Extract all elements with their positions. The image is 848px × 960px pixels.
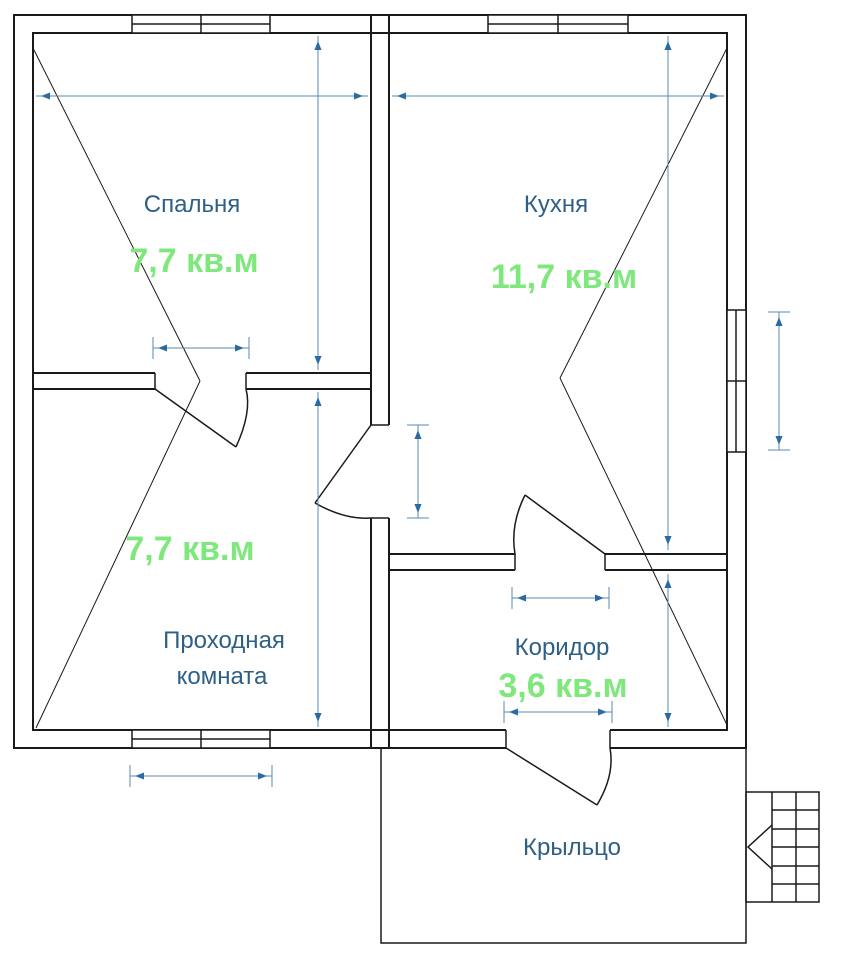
roof-diagonals bbox=[32, 47, 728, 729]
room-name-porch: Крыльцо bbox=[523, 834, 621, 861]
room-area-corridor: 3,6 кв.м bbox=[498, 667, 627, 705]
room-name-walkthrough-line1: Проходная bbox=[163, 627, 285, 654]
room-area-walkthrough: 7,7 кв.м bbox=[125, 530, 254, 568]
dimension-guides bbox=[36, 36, 790, 787]
door-bedroom bbox=[154, 388, 249, 448]
room-area-bedroom: 7,7 кв.м bbox=[129, 242, 258, 280]
door-kitchen-side bbox=[314, 424, 372, 519]
room-area-kitchen: 11,7 кв.м bbox=[491, 258, 637, 296]
window-right bbox=[726, 309, 747, 453]
interior-wall-vertical bbox=[370, 15, 390, 748]
window-top-left bbox=[131, 14, 271, 34]
outer-walls bbox=[13, 14, 747, 749]
room-name-kitchen: Кухня bbox=[524, 191, 588, 218]
room-name-walkthrough-line2: комната bbox=[177, 663, 268, 690]
stairs bbox=[745, 791, 820, 903]
window-bottom-left bbox=[131, 729, 271, 749]
door-opening-porch bbox=[505, 729, 611, 749]
interior-wall-kitchen bbox=[389, 553, 727, 571]
door-corridor bbox=[513, 494, 606, 555]
door-porch bbox=[505, 747, 612, 806]
interior-wall-bedroom bbox=[33, 372, 371, 390]
window-top-right bbox=[487, 14, 629, 34]
room-name-corridor: Коридор bbox=[515, 634, 610, 661]
room-name-bedroom: Спальня bbox=[144, 191, 240, 218]
